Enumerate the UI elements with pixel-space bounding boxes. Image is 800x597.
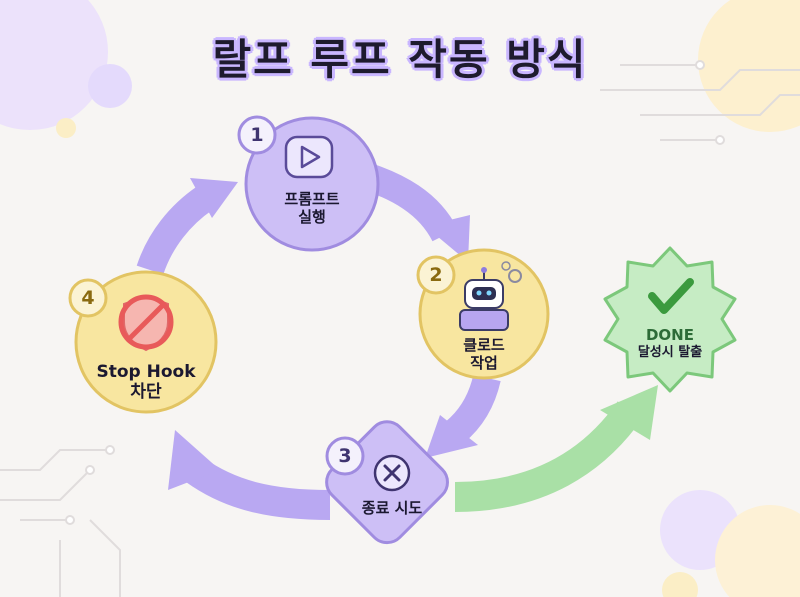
step-4-line2: 차단 [130, 382, 162, 403]
arrow-4-to-1 [136, 186, 214, 275]
step-2-label: 클로드 작업 [424, 336, 544, 372]
step-2-badge [416, 255, 456, 295]
step-1-node [244, 116, 380, 252]
page-title: 랄프 루프 작동 방식 [212, 35, 588, 84]
arrow-3-to-done-head [600, 385, 658, 440]
step-1-line2: 실행 [298, 208, 326, 226]
arrow-4-to-1-head [190, 178, 238, 218]
step-1-number: 1 [250, 124, 264, 146]
arrow-2-to-3 [445, 374, 501, 443]
arrow-1-to-2-head [425, 215, 470, 262]
no-entry-shield-icon [118, 294, 174, 352]
arrow-3-to-4-head [168, 430, 220, 490]
step-4-node [74, 270, 218, 414]
step-2-line2: 작업 [470, 354, 498, 372]
done-sub-label: 달성시 탈출 [637, 345, 703, 360]
robot-icon [459, 261, 522, 331]
arrow-3-to-4 [186, 457, 331, 520]
step-4-number: 4 [81, 287, 95, 309]
step-2-line1: 클로드 [463, 336, 505, 354]
done-node [603, 246, 737, 393]
step-1-badge [237, 115, 277, 155]
step-3-label: 종료 시도 [361, 499, 423, 517]
arrow-2-to-3-head [425, 415, 478, 458]
step-4-badge [68, 278, 108, 318]
step-1-line1: 프롬프트 [284, 190, 340, 208]
step-3-number: 3 [338, 445, 352, 467]
step-3-badge [325, 436, 365, 476]
done-label: DONE [645, 326, 694, 344]
step-4-line1: Stop Hook [96, 362, 196, 382]
step-2-number: 2 [429, 264, 443, 286]
step-4-label: Stop Hook 차단 [81, 362, 211, 403]
checkmark-icon [648, 278, 694, 314]
arrow-3-to-done [454, 401, 643, 512]
step-1-label: 프롬프트 실행 [252, 190, 372, 226]
